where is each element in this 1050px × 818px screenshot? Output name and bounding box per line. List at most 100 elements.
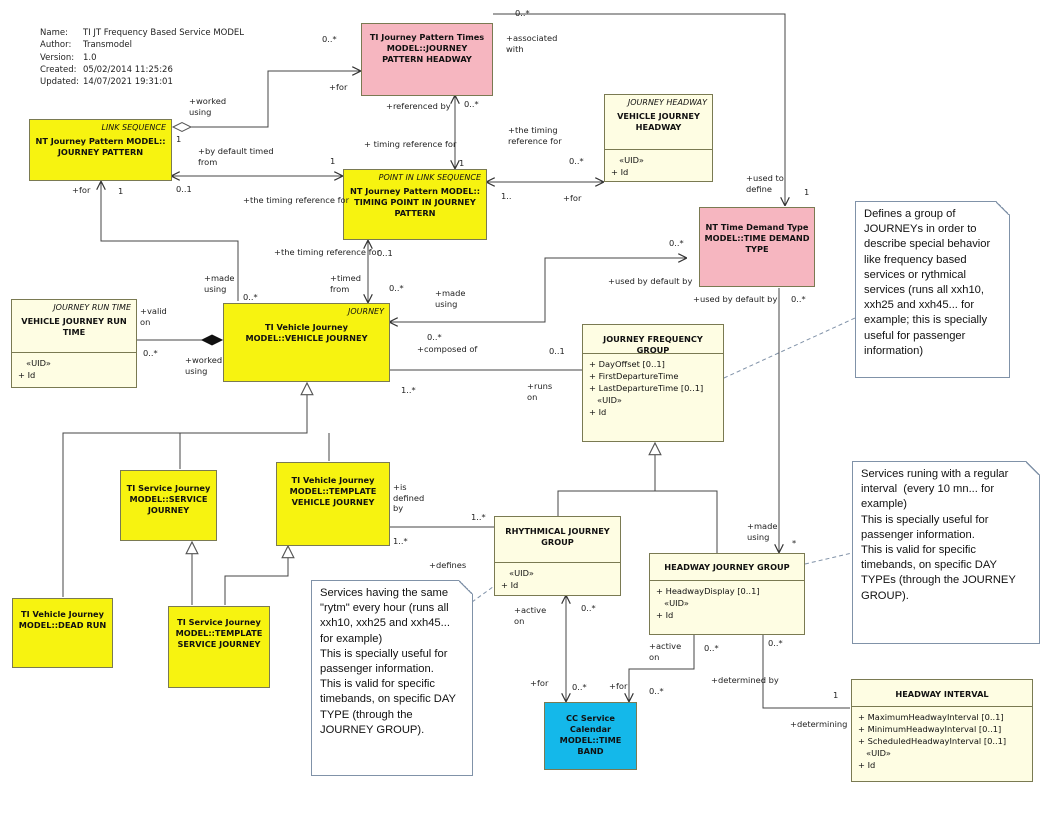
- uid-stereotype: «UID»: [866, 748, 891, 758]
- meta-created: 05/02/2014 11:25:26: [83, 64, 173, 75]
- meta-author: Transmodel: [83, 40, 132, 51]
- gen-dr-vj: [62, 383, 307, 597]
- class-title: VEHICLE JOURNEY RUN TIME: [21, 316, 127, 337]
- class-dead-run[interactable]: TI Vehicle Journey MODEL::DEAD RUN: [12, 598, 113, 668]
- class-journey-pattern[interactable]: LINK SEQUENCE NT Journey Pattern MODEL::…: [29, 119, 172, 181]
- aggregation-diamond-jp: [171, 121, 193, 133]
- meta-author-label: Author:: [40, 40, 72, 51]
- multiplicity-label: 0..*: [581, 603, 596, 613]
- role-label: + timing reference for: [364, 139, 457, 149]
- role-label: +by default timed from: [198, 146, 274, 167]
- class-timing-point-in-journey-pattern[interactable]: POINT IN LINK SEQUENCE NT Journey Patter…: [343, 169, 487, 240]
- attribute: + MinimumHeadwayInterval [0..1]: [858, 724, 1002, 734]
- role-label: +used to define: [746, 173, 784, 194]
- class-stereotype: JOURNEY RUN TIME: [53, 303, 131, 312]
- role-label: +used by default by: [693, 294, 778, 304]
- class-title: TI Service Journey MODEL::TEMPLATE SERVI…: [175, 617, 263, 649]
- note-rhythmical-journey-group: Services having the same "rytm" every ho…: [311, 580, 473, 776]
- attribute: + Id: [501, 580, 519, 590]
- class-stereotype: JOURNEY: [348, 307, 384, 316]
- class-attributes: «UID» + Id: [495, 562, 620, 595]
- class-title: TI Journey Pattern Times MODEL::JOURNEY …: [369, 32, 485, 64]
- multiplicity-label: 1: [176, 134, 182, 144]
- class-title: NT Time Demand Type MODEL::TIME DEMAND T…: [704, 222, 810, 254]
- note-time-demand-type: Defines a group of JOURNEYs in order to …: [855, 201, 1010, 378]
- note-headway-journey-group: Services runing with a regular interval …: [852, 461, 1040, 644]
- role-label: +the timing reference for: [508, 125, 562, 146]
- role-label: +for: [530, 678, 549, 688]
- class-attributes: + DayOffset [0..1] + FirstDepartureTime …: [583, 353, 723, 422]
- role-label: +associated with: [506, 33, 558, 54]
- class-stereotype: JOURNEY HEADWAY: [627, 98, 707, 107]
- role-label: +the timing reference for: [274, 247, 380, 257]
- assoc-hjg-hi: [762, 635, 850, 709]
- class-journey-pattern-headway[interactable]: TI Journey Pattern Times MODEL::JOURNEY …: [361, 23, 493, 96]
- class-title: HEADWAY JOURNEY GROUP: [664, 562, 790, 572]
- class-vehicle-journey-run-time[interactable]: JOURNEY RUN TIME VEHICLE JOURNEY RUN TIM…: [11, 299, 137, 388]
- assoc-vj-jp: [101, 182, 239, 301]
- multiplicity-label: 0..*: [704, 643, 719, 653]
- multiplicity-label: 0..*: [572, 682, 587, 692]
- class-template-vehicle-journey[interactable]: TI Vehicle Journey MODEL::TEMPLATE VEHIC…: [276, 462, 390, 546]
- attribute: + FirstDepartureTime: [589, 371, 679, 381]
- multiplicity-label: 0..*: [427, 332, 442, 342]
- class-vehicle-journey-headway[interactable]: JOURNEY HEADWAY VEHICLE JOURNEY HEADWAY …: [604, 94, 713, 182]
- class-title: VEHICLE JOURNEY HEADWAY: [617, 111, 700, 132]
- note-link-rjg: [471, 583, 498, 603]
- meta-updated-label: Updated:: [40, 77, 80, 88]
- class-rhythmical-journey-group[interactable]: RHYTHMICAL JOURNEY GROUP «UID» + Id: [494, 516, 621, 596]
- role-label: +determining: [790, 719, 848, 729]
- uid-stereotype: «UID»: [26, 358, 51, 368]
- role-label: +for: [72, 185, 91, 195]
- multiplicity-label: 0..*: [791, 294, 806, 304]
- class-title: TI Vehicle Journey MODEL::DEAD RUN: [18, 609, 107, 630]
- multiplicity-label: 0..*: [143, 348, 158, 358]
- gen-tsj-tvj: [224, 546, 288, 605]
- class-headway-interval[interactable]: HEADWAY INTERVAL + MaximumHeadwayInterva…: [851, 679, 1033, 782]
- attribute: + MaximumHeadwayInterval [0..1]: [858, 712, 1004, 722]
- assoc-jpt-tdt: [493, 13, 785, 205]
- class-template-service-journey[interactable]: TI Service Journey MODEL::TEMPLATE SERVI…: [168, 606, 270, 688]
- role-label: +made using: [204, 273, 235, 294]
- role-label: +referenced by: [386, 101, 451, 111]
- role-label: +for: [609, 681, 628, 691]
- multiplicity-label: 0..*: [515, 8, 530, 18]
- class-headway-journey-group[interactable]: HEADWAY JOURNEY GROUP + HeadwayDisplay […: [649, 553, 805, 635]
- meta-created-label: Created:: [40, 64, 77, 75]
- note-link-tdt: [723, 317, 856, 379]
- class-attributes: «UID» + Id: [605, 149, 712, 182]
- class-title: RHYTHMICAL JOURNEY GROUP: [505, 526, 610, 547]
- class-title: NT Journey Pattern MODEL:: JOURNEY PATTE…: [35, 136, 166, 157]
- meta-updated: 14/07/2021 19:31:01: [83, 77, 173, 88]
- role-label: +determined by: [711, 675, 779, 685]
- multiplicity-label: 0..*: [569, 156, 584, 166]
- role-label: +the timing reference for: [243, 195, 349, 205]
- class-stereotype: LINK SEQUENCE: [101, 123, 166, 132]
- meta-version-label: Version:: [40, 52, 75, 63]
- gen-rjg-jfg: [557, 443, 655, 517]
- assoc-jp-jpt: [173, 71, 360, 128]
- multiplicity-label: 1: [330, 156, 336, 166]
- multiplicity-label: 0..*: [669, 238, 684, 248]
- uid-stereotype: «UID»: [509, 568, 534, 578]
- attribute: + Id: [18, 370, 36, 380]
- class-stereotype: POINT IN LINK SEQUENCE: [378, 173, 481, 182]
- attribute: + Id: [858, 760, 876, 770]
- class-journey-frequency-group[interactable]: JOURNEY FREQUENCY GROUP + DayOffset [0..…: [582, 324, 724, 442]
- class-time-band[interactable]: CC Service Calendar MODEL::TIME BAND: [544, 702, 637, 770]
- attribute: + Id: [589, 407, 607, 417]
- class-time-demand-type[interactable]: NT Time Demand Type MODEL::TIME DEMAND T…: [699, 207, 815, 287]
- class-title: JOURNEY FREQUENCY GROUP: [603, 334, 703, 355]
- class-vehicle-journey[interactable]: JOURNEY TI Vehicle Journey MODEL::VEHICL…: [223, 303, 390, 382]
- attribute: + HeadwayDisplay [0..1]: [656, 586, 760, 596]
- role-label: +defines: [429, 560, 467, 570]
- multiplicity-label: 1: [459, 158, 465, 168]
- attribute: + ScheduledHeadwayInterval [0..1]: [858, 736, 1007, 746]
- multiplicity-label: 0..1: [377, 248, 393, 258]
- class-attributes: + HeadwayDisplay [0..1] «UID» + Id: [650, 580, 804, 625]
- multiplicity-label: 1: [833, 690, 839, 700]
- role-label: +for: [329, 82, 348, 92]
- role-label: +worked using: [189, 96, 227, 117]
- class-service-journey[interactable]: TI Service Journey MODEL::SERVICE JOURNE…: [120, 470, 217, 541]
